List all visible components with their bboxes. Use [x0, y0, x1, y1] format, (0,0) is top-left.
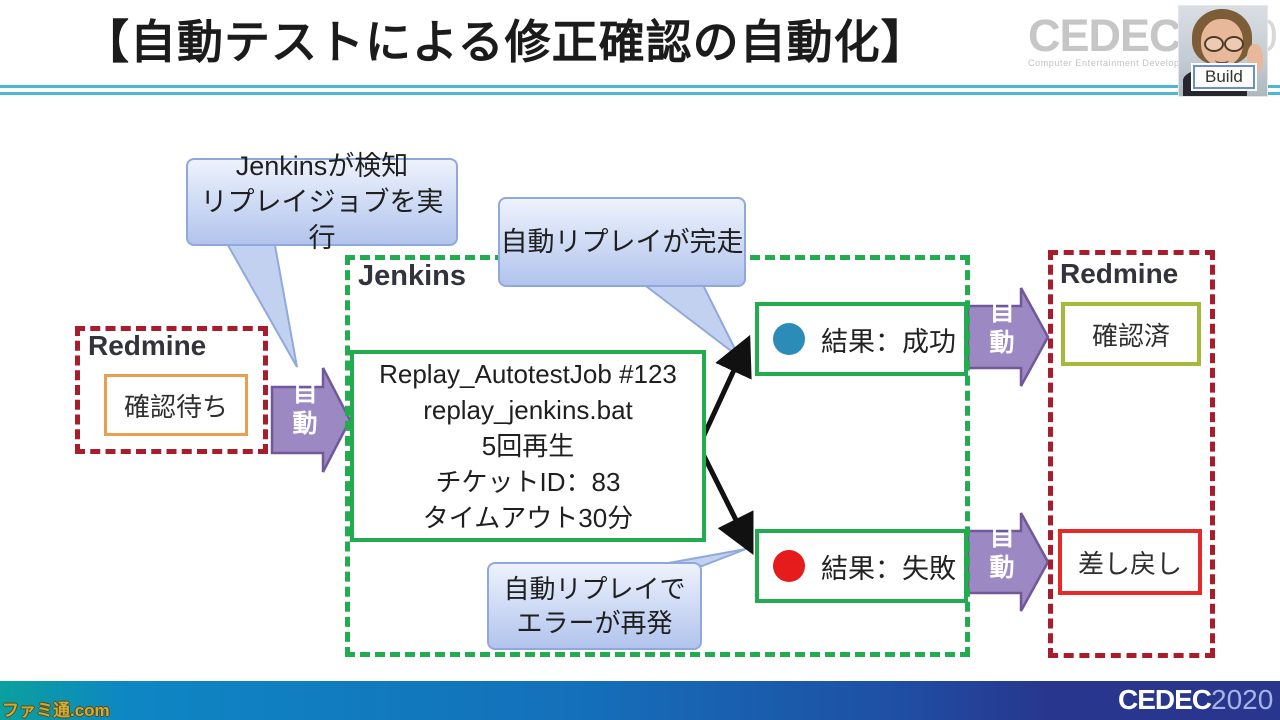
auto-label-success: 自動	[986, 298, 1014, 360]
job-line: チケットID：83	[435, 467, 621, 497]
glasses-icon	[1224, 36, 1244, 52]
presenter-smile	[1215, 56, 1229, 64]
auto-label-failure: 自動	[986, 523, 1014, 585]
success-dot-icon	[773, 323, 805, 355]
status-rejected-box: 差し戻し	[1058, 529, 1202, 595]
flow-arrow-to-failure	[696, 444, 754, 555]
left-redmine-title: Redmine	[88, 330, 207, 361]
footer-bar	[0, 681, 1280, 720]
auto-arrow-success	[966, 287, 1050, 387]
callout-error-recur: 自動リプレイで エラーが再発	[487, 562, 702, 650]
title-divider	[0, 85, 1280, 95]
status-approved-box: 確認済	[1061, 302, 1201, 366]
callout-line: リプレイジョブを実行	[200, 187, 444, 253]
webcam-name-tag: Build	[1193, 65, 1255, 89]
callout-line: 自動リプレイが完走	[500, 227, 744, 257]
famitsu-watermark: ファミ通.com	[2, 701, 110, 720]
left-redmine-group	[75, 326, 268, 454]
callout-line: 自動リプレイで	[503, 574, 686, 604]
cedec-logo-word: CEDEC	[1028, 10, 1182, 61]
job-line: replay_jenkins.bat	[423, 395, 633, 425]
glasses-icon	[1204, 36, 1224, 52]
cedec-logo-subtitle: Computer Entertainment Developers Confer…	[1028, 58, 1250, 68]
result-failure-label: 結果：失敗	[821, 553, 956, 584]
right-redmine-group	[1048, 250, 1215, 658]
callout-line: エラーが再発	[516, 608, 673, 638]
result-success-box: 結果：成功	[755, 302, 968, 376]
page-title: 【自動テストによる修正確認の自動化】	[83, 16, 928, 68]
result-success-label: 結果：成功	[821, 326, 956, 357]
callout-jenkins-detect: Jenkinsが検知 リプレイジョブを実行	[186, 151, 458, 253]
job-line: 5回再生	[481, 431, 575, 461]
auto-label-left: 自動	[289, 379, 317, 441]
flow-arrow-to-success	[696, 334, 752, 448]
job-line: Replay_AutotestJob #123	[379, 359, 677, 389]
result-failure-box: 結果：失敗	[755, 529, 968, 603]
cedec-bottom-word: CEDEC	[1118, 684, 1212, 715]
cedec-bottom-year: 2020	[1211, 684, 1274, 715]
callout-replay-complete: 自動リプレイが完走	[498, 197, 746, 287]
auto-arrow-left	[270, 367, 352, 473]
jenkins-title: Jenkins	[358, 260, 466, 292]
job-line: タイムアウト30分	[422, 503, 634, 533]
cedec-logo-bottom: CEDEC2020	[1118, 684, 1273, 716]
auto-arrow-failure	[966, 512, 1050, 612]
right-redmine-title: Redmine	[1060, 258, 1179, 289]
failure-dot-icon	[773, 550, 805, 582]
jenkins-job-box: Replay_AutotestJob #123 replay_jenkins.b…	[350, 350, 706, 542]
status-pending-box: 確認待ち	[104, 374, 248, 436]
callout-line: Jenkinsが検知	[235, 151, 409, 181]
